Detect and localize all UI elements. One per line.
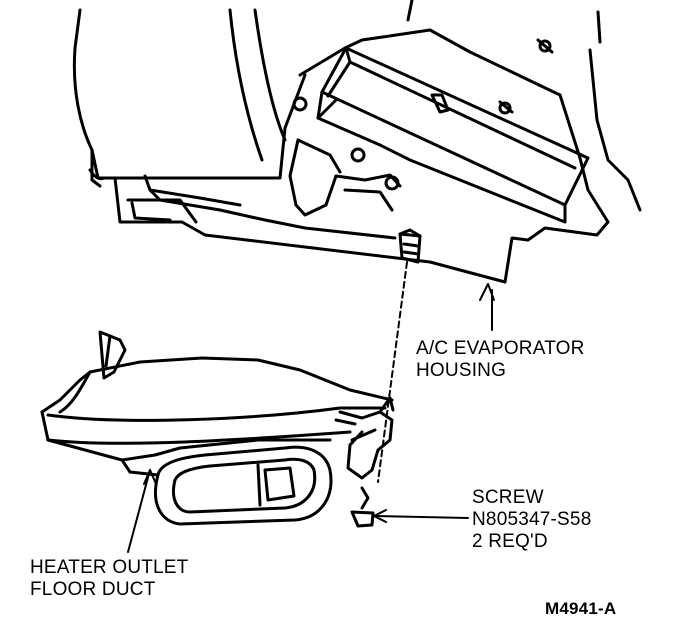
screw-label: SCREW N805347-S58 2 REQ'D — [472, 487, 591, 553]
heater-duct-label: HEATER OUTLET FLOOR DUCT — [30, 557, 189, 601]
evaporator-housing-label: A/C EVAPORATOR HOUSING — [416, 338, 585, 382]
screw-label-line-1: SCREW — [472, 487, 544, 508]
heater-duct-label-line-2: FLOOR DUCT — [30, 579, 156, 600]
evaporator-housing-label-line-2: HOUSING — [416, 360, 507, 381]
heater-floor-duct — [40, 330, 395, 528]
screw-label-line-2: N805347-S58 — [472, 509, 592, 530]
figure-reference: M4941-A — [545, 599, 617, 618]
evaporator-housing — [72, 0, 642, 284]
heater-duct-label-line-1: HEATER OUTLET — [30, 557, 189, 578]
screw-label-line-3: 2 REQ'D — [472, 531, 548, 552]
evaporator-housing-label-line-1: A/C EVAPORATOR — [416, 338, 585, 359]
callout-leaders — [127, 261, 495, 553]
